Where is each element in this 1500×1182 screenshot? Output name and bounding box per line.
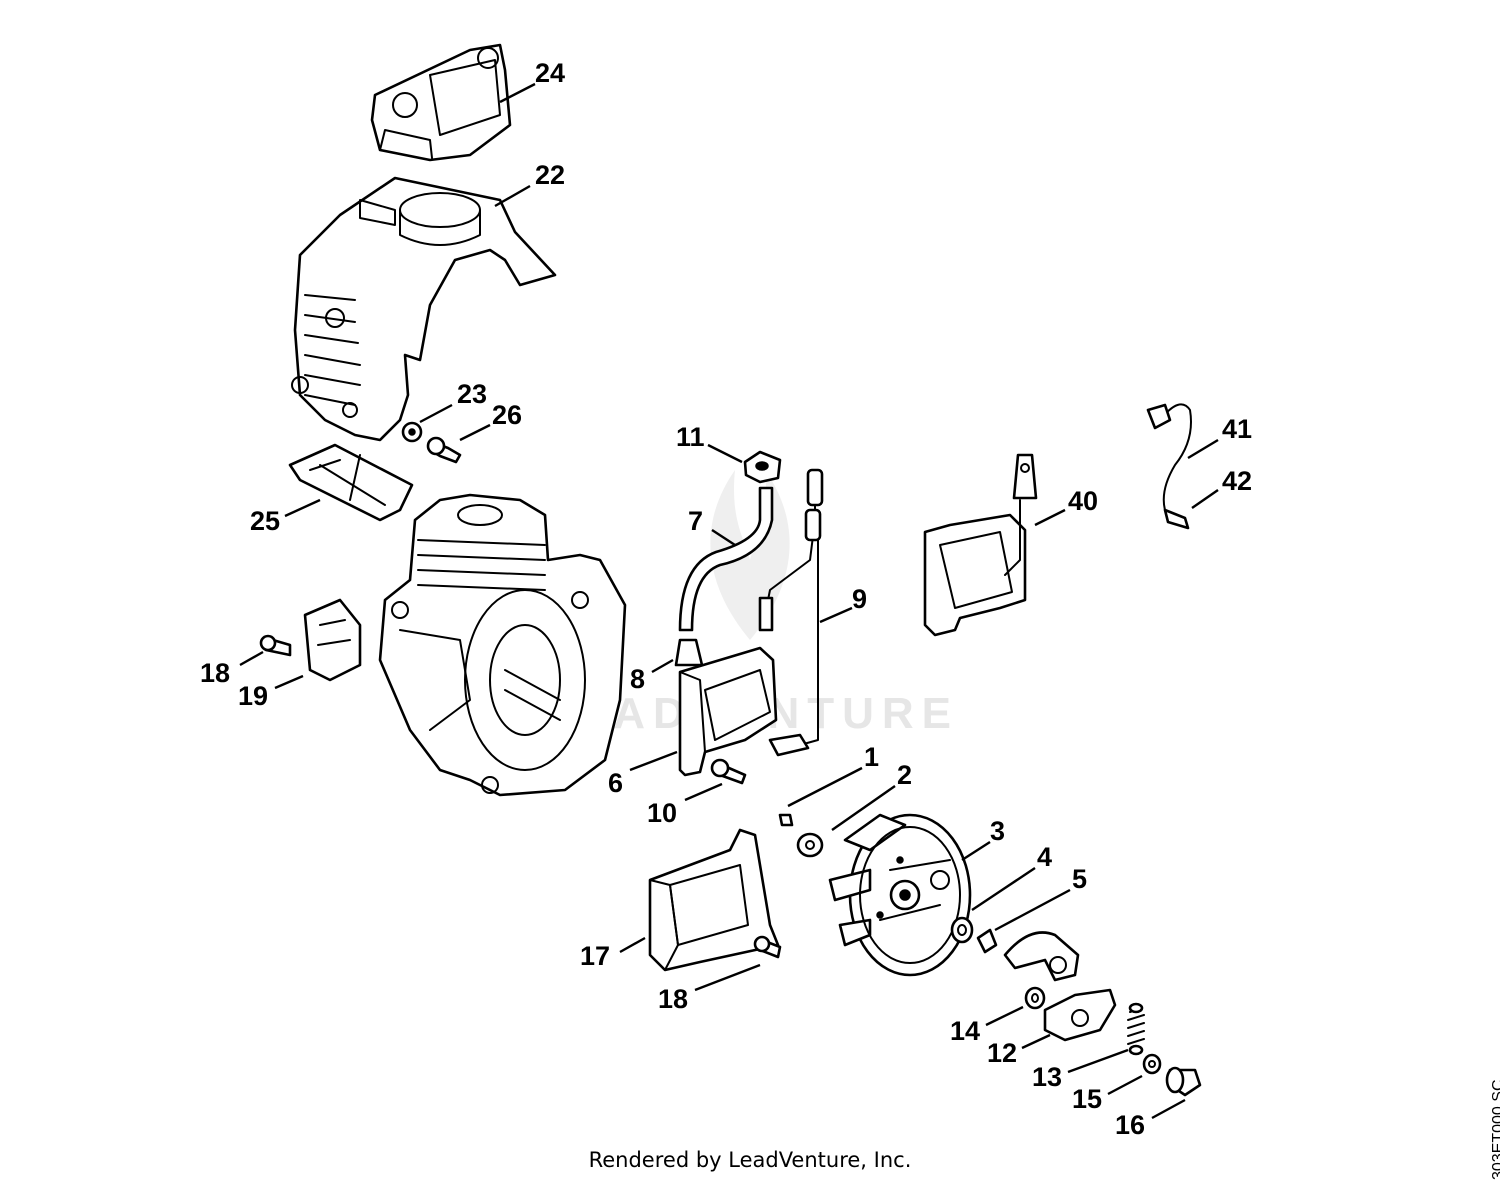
part-14-washer	[1024, 986, 1046, 1010]
part-6-ignition-module	[678, 646, 778, 777]
part-12-pawl	[1043, 988, 1117, 1042]
engine-crankcase	[378, 493, 627, 797]
callout-1: 1	[864, 742, 879, 772]
part-1-key	[778, 813, 794, 827]
callout-25: 25	[250, 506, 280, 536]
callout-14: 14	[950, 1016, 980, 1046]
part-16-pin	[1165, 1066, 1202, 1097]
callout-9: 9	[852, 584, 867, 614]
part-40-ignition-module	[923, 453, 1038, 637]
callout-23: 23	[457, 379, 487, 409]
callout-26: 26	[492, 400, 522, 430]
part-18-screw-left	[259, 634, 292, 657]
callout-42: 42	[1222, 466, 1252, 496]
callout-2: 2	[897, 760, 912, 790]
part-5-nut	[976, 928, 998, 954]
part-11-grommet	[743, 450, 782, 484]
part-3-flywheel	[828, 813, 972, 977]
callout-5: 5	[1072, 864, 1087, 894]
callout-labels: 24 22 23 26 25 18 19 11 7 9 8 6 10 1 2 3…	[200, 58, 1252, 1140]
part-15-washer	[1142, 1053, 1162, 1075]
part-10-screw	[710, 758, 747, 785]
callout-17: 17	[580, 941, 610, 971]
callout-15: 15	[1072, 1084, 1102, 1114]
callout-13: 13	[1032, 1062, 1062, 1092]
callout-10: 10	[647, 798, 677, 828]
footer-credit: Rendered by LeadVenture, Inc.	[588, 1148, 912, 1172]
part-2-washer	[796, 832, 824, 858]
callout-40: 40	[1068, 486, 1098, 516]
callout-12: 12	[987, 1038, 1017, 1068]
callout-11: 11	[676, 422, 705, 452]
part-41-cable	[1146, 403, 1192, 516]
leader-lines	[239, 82, 1219, 1120]
callout-18-right: 18	[658, 984, 688, 1014]
callout-18-left: 18	[200, 658, 230, 688]
part-pawl-upper	[1003, 931, 1080, 982]
callout-41: 41	[1222, 414, 1252, 444]
callout-4: 4	[1037, 842, 1052, 872]
callout-16: 16	[1115, 1110, 1145, 1140]
part-9-short-circuit-wire	[758, 468, 824, 757]
part-24-shroud-top	[370, 43, 512, 162]
part-22-shroud	[291, 176, 557, 442]
part-23-nut	[401, 421, 423, 443]
callout-3: 3	[990, 816, 1005, 846]
part-26-screw	[426, 436, 462, 464]
callout-19: 19	[238, 681, 268, 711]
callout-7: 7	[688, 506, 703, 536]
callout-24: 24	[535, 58, 565, 88]
part-17-fan-housing	[648, 828, 780, 972]
callout-8: 8	[630, 664, 645, 694]
part-19-bracket	[303, 598, 362, 682]
callout-22: 22	[535, 160, 565, 190]
part-13-spring	[1127, 1002, 1145, 1056]
callout-6: 6	[608, 768, 623, 798]
part-8-spark-boot	[674, 638, 704, 667]
part-25-plate	[288, 443, 414, 522]
part-4-washer	[950, 916, 974, 944]
part-42-connector	[1163, 508, 1190, 530]
figure-code: 303ET000 SC	[1490, 1079, 1500, 1180]
part-18-screw-right	[753, 935, 782, 959]
